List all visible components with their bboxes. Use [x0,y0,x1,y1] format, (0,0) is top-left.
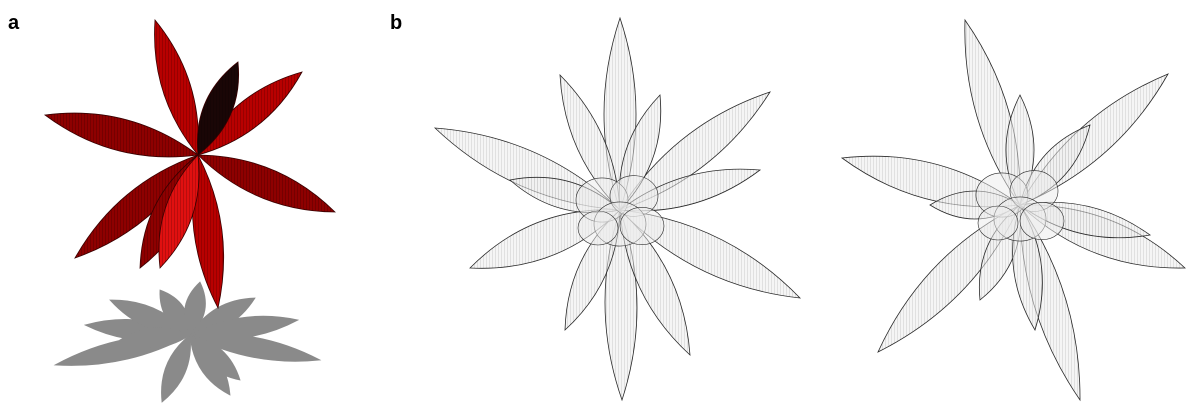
red-petal-4-texture [198,155,335,212]
red-petal-star [45,20,335,308]
left-star-core-lobe-4 [578,211,618,245]
panel-b-right-translucent-star [842,20,1185,400]
left-star-core-lobe-5 [620,207,664,244]
panel-label-b: b [390,12,402,35]
star-shadow [55,282,320,402]
right-star-core-lobe-5 [1020,202,1064,239]
panel-label-a: a [8,12,19,35]
panel-b-left-translucent-star [435,18,800,400]
panel-a-red-star [45,20,335,402]
right-star-core-lobe-4 [978,206,1018,240]
